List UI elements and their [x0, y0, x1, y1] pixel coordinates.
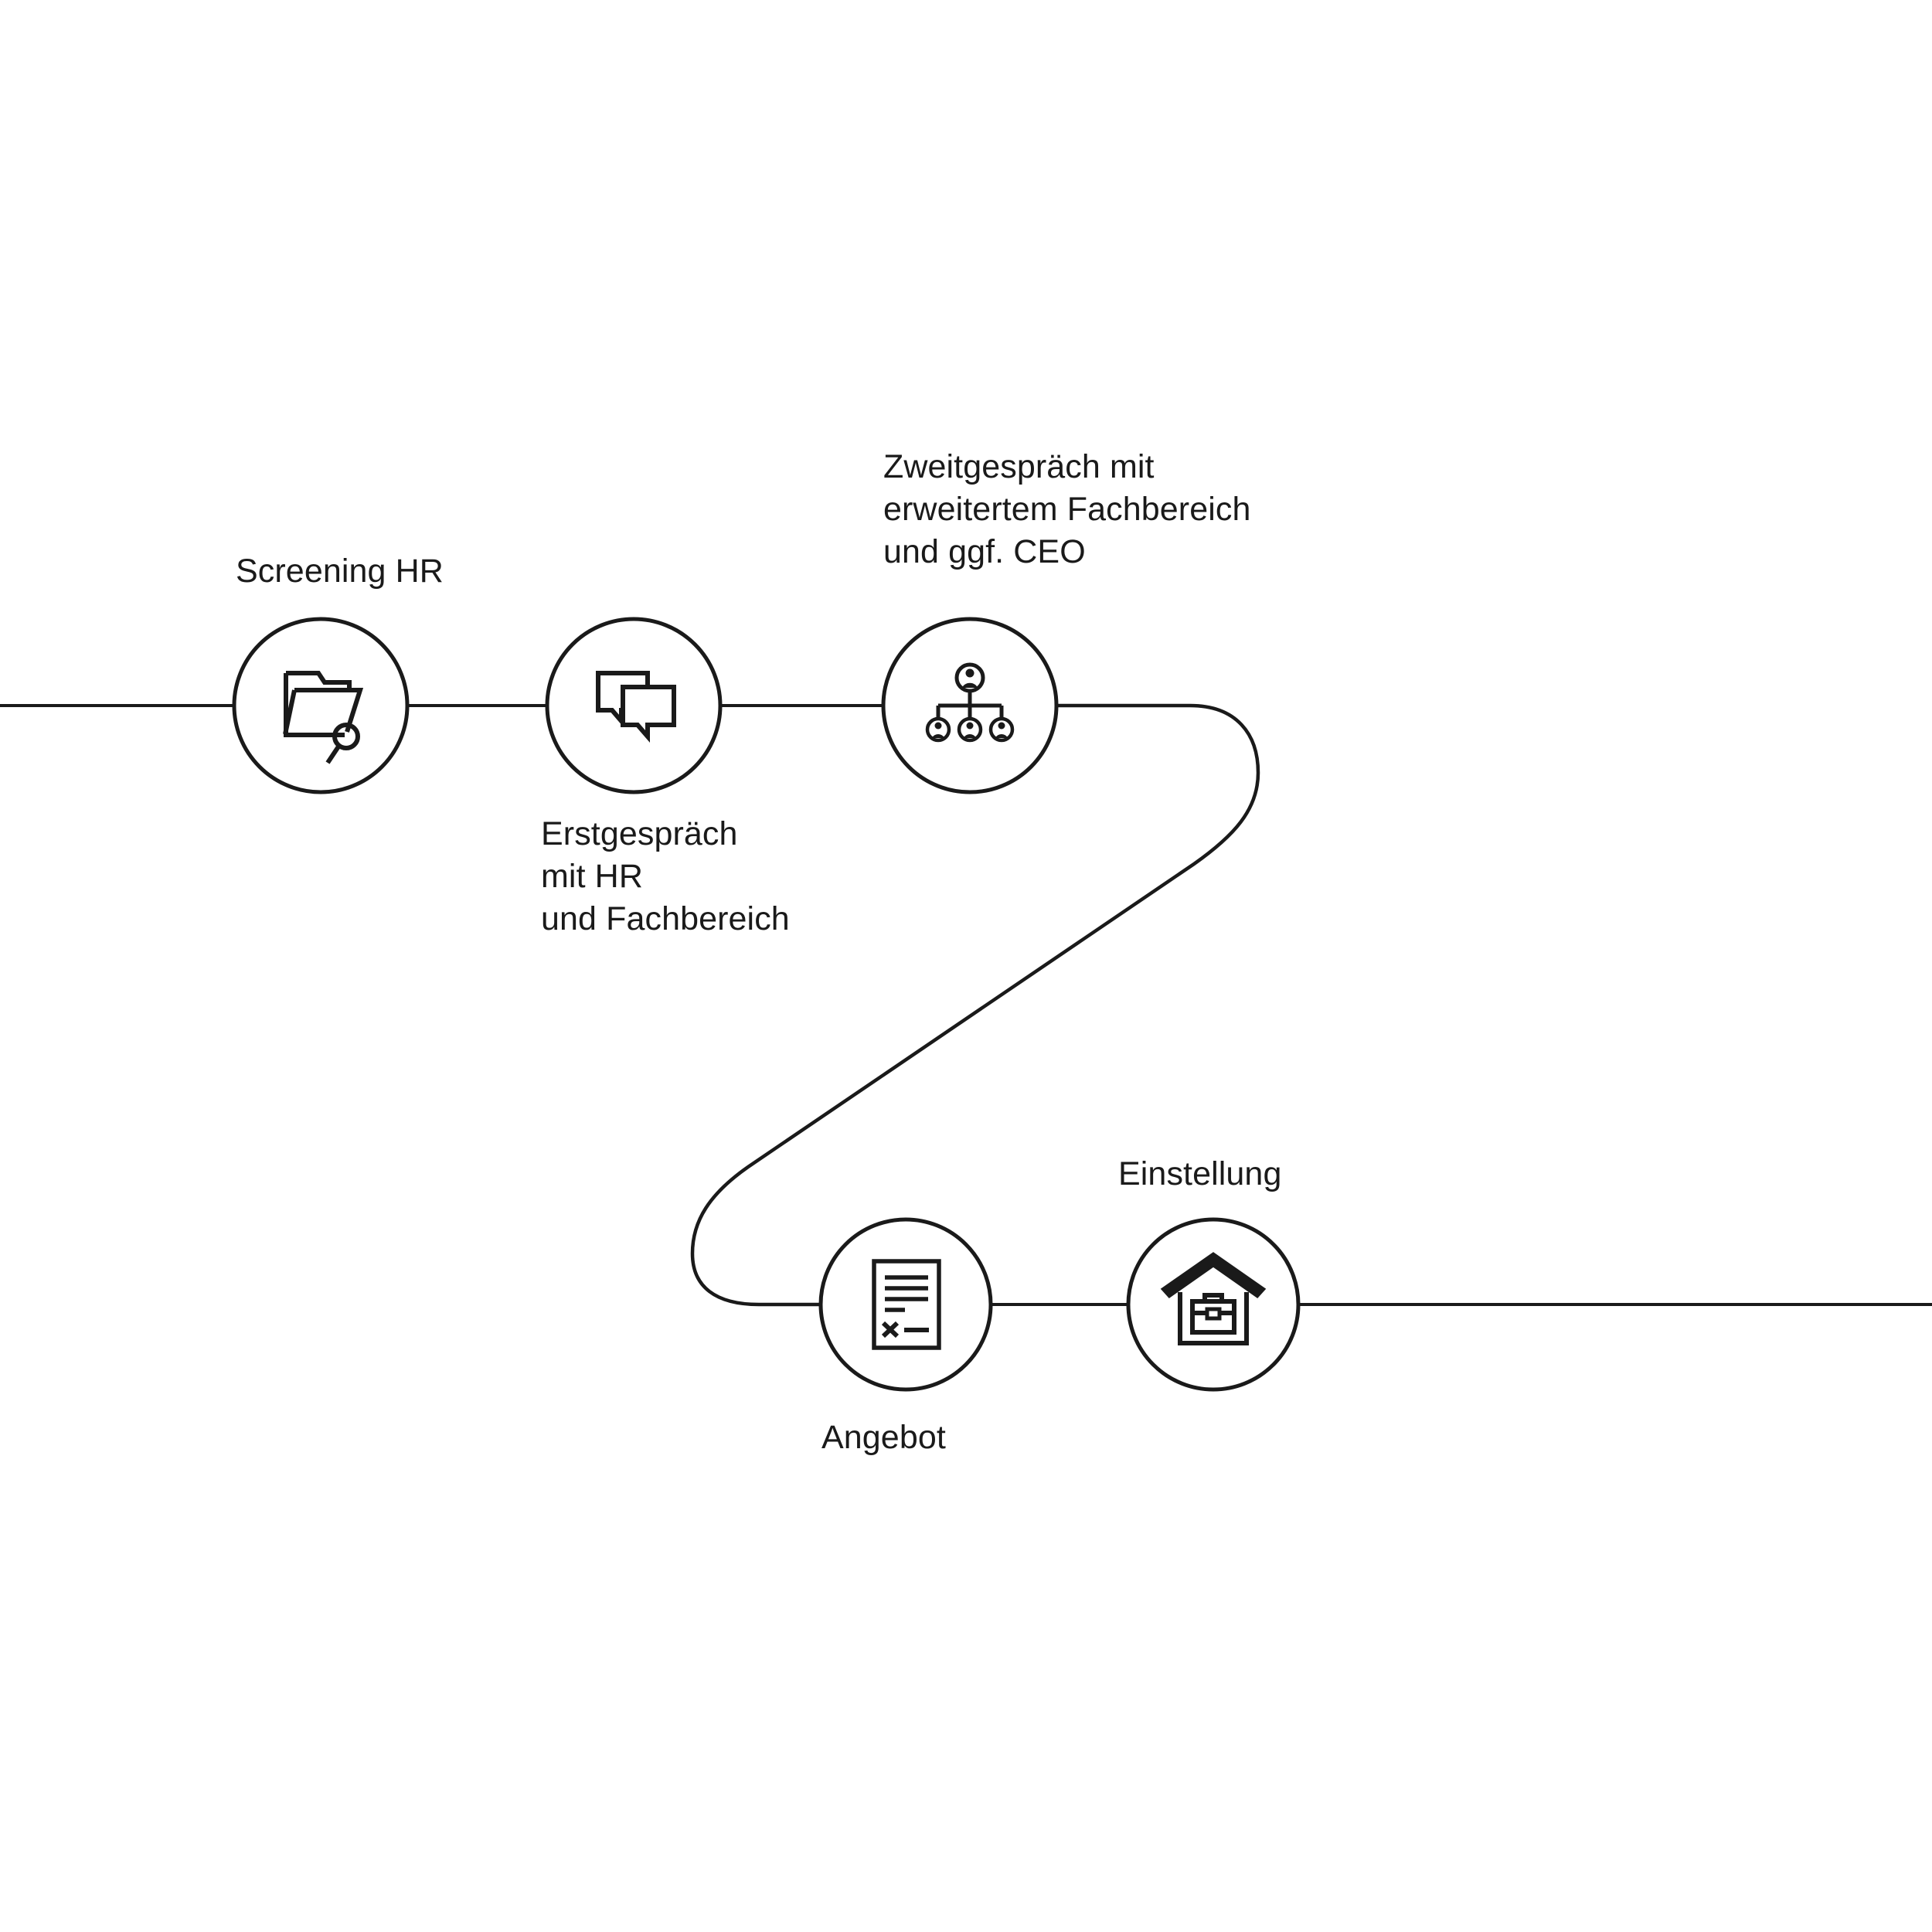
- node-erstgespraech[interactable]: [545, 617, 723, 794]
- contract-document-icon: [872, 1259, 941, 1350]
- node-circle-screening-hr[interactable]: [232, 617, 410, 794]
- node-einstellung[interactable]: [1126, 1217, 1301, 1392]
- chat-bubbles-icon: [596, 671, 676, 743]
- briefcase: [1190, 1293, 1236, 1335]
- house-walls: [1178, 1292, 1249, 1345]
- connector-group: [0, 704, 1932, 1306]
- connector-zweit-to-angebot-curve: [690, 703, 1260, 1307]
- label-zweitgespraech: Zweitgespräch mit erweitertem Fachbereic…: [883, 448, 1251, 571]
- label-erstgespraech: Erstgespräch mit HR und Fachbereich: [541, 815, 790, 938]
- node-angebot[interactable]: [818, 1217, 993, 1392]
- folder-search-icon: [283, 671, 364, 764]
- node-zweitgespraech[interactable]: [881, 617, 1059, 794]
- label-einstellung: Einstellung: [1118, 1155, 1282, 1192]
- org-chart-icon: [925, 662, 1015, 743]
- label-screening-hr: Screening HR: [236, 553, 444, 590]
- node-screening-hr[interactable]: [232, 617, 410, 794]
- house-briefcase-icon: [1160, 1252, 1267, 1345]
- signature-mark: [881, 1321, 929, 1338]
- label-angebot: Angebot: [821, 1419, 946, 1456]
- house-roof: [1160, 1252, 1267, 1298]
